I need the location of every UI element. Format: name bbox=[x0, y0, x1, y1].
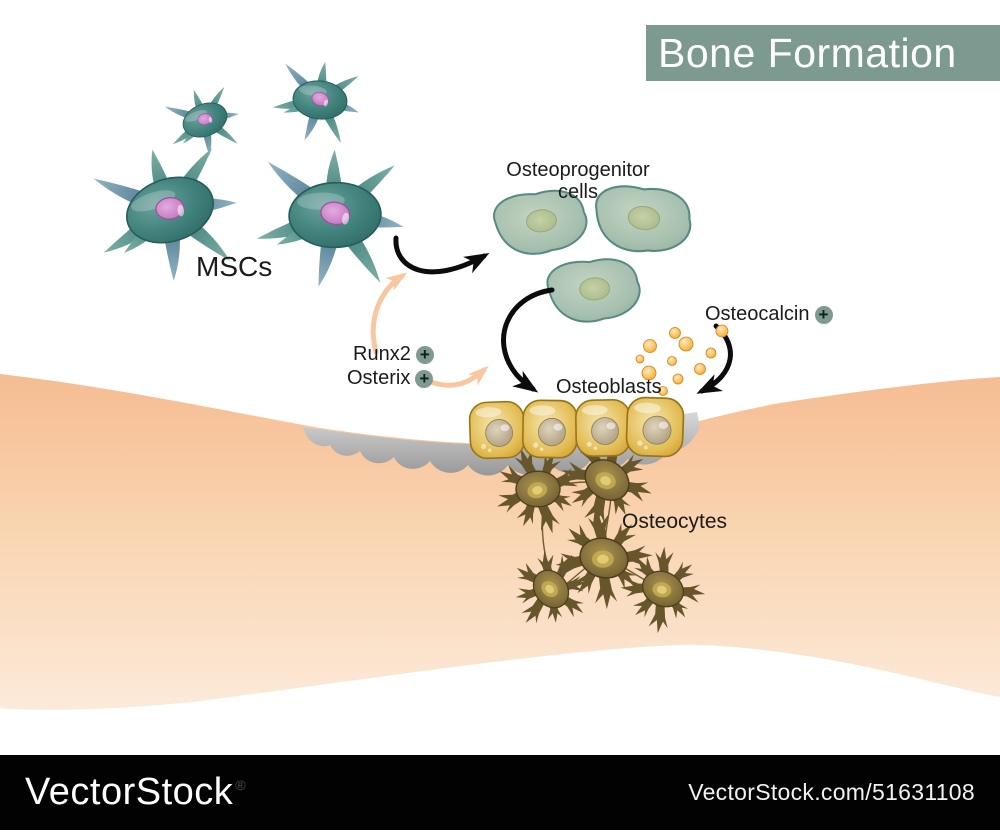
osteocalcin-text: Osteocalcin bbox=[705, 303, 810, 325]
label-osteoprogenitor-cells: Osteoprogenitor cells bbox=[506, 159, 650, 203]
label-runx2: Runx2 + bbox=[353, 343, 434, 366]
runx2-text: Runx2 bbox=[353, 343, 411, 365]
label-osteocytes: Osteocytes bbox=[622, 510, 728, 533]
label-osterix: Osterix + bbox=[347, 367, 434, 390]
watermark-footer: VectorStock® VectorStock.com/51631108 bbox=[0, 755, 1000, 830]
page-title: Bone Formation bbox=[658, 29, 957, 76]
plus-icon: + bbox=[415, 369, 434, 388]
label-mscs: MSCs bbox=[196, 251, 273, 282]
plus-icon: + bbox=[814, 305, 833, 324]
osteocalcin-vesicles bbox=[635, 324, 729, 396]
osterix-text: Osterix bbox=[347, 367, 411, 389]
bone-tissue bbox=[0, 374, 1000, 710]
watermark-url: VectorStock.com/51631108 bbox=[688, 779, 975, 805]
diagram-canvas bbox=[0, 48, 1000, 710]
arrow-osterix-right bbox=[425, 365, 489, 388]
plus-icon: + bbox=[415, 345, 434, 364]
registered-mark: ® bbox=[235, 777, 247, 794]
arrow-msc-to-osteoprogenitor bbox=[393, 235, 490, 275]
arrow-osteoprogenitor-to-osteoblast bbox=[501, 287, 555, 393]
arrow-runx2-up bbox=[370, 272, 408, 355]
title-banner: Bone Formation bbox=[646, 25, 1000, 81]
label-osteoblasts: Osteoblasts bbox=[556, 376, 662, 398]
brand-text: VectorStock bbox=[25, 771, 234, 813]
label-osteocalcin: Osteocalcin + bbox=[705, 303, 833, 326]
factor-arrows bbox=[370, 272, 489, 388]
vectorstock-logo: VectorStock® bbox=[25, 771, 246, 814]
